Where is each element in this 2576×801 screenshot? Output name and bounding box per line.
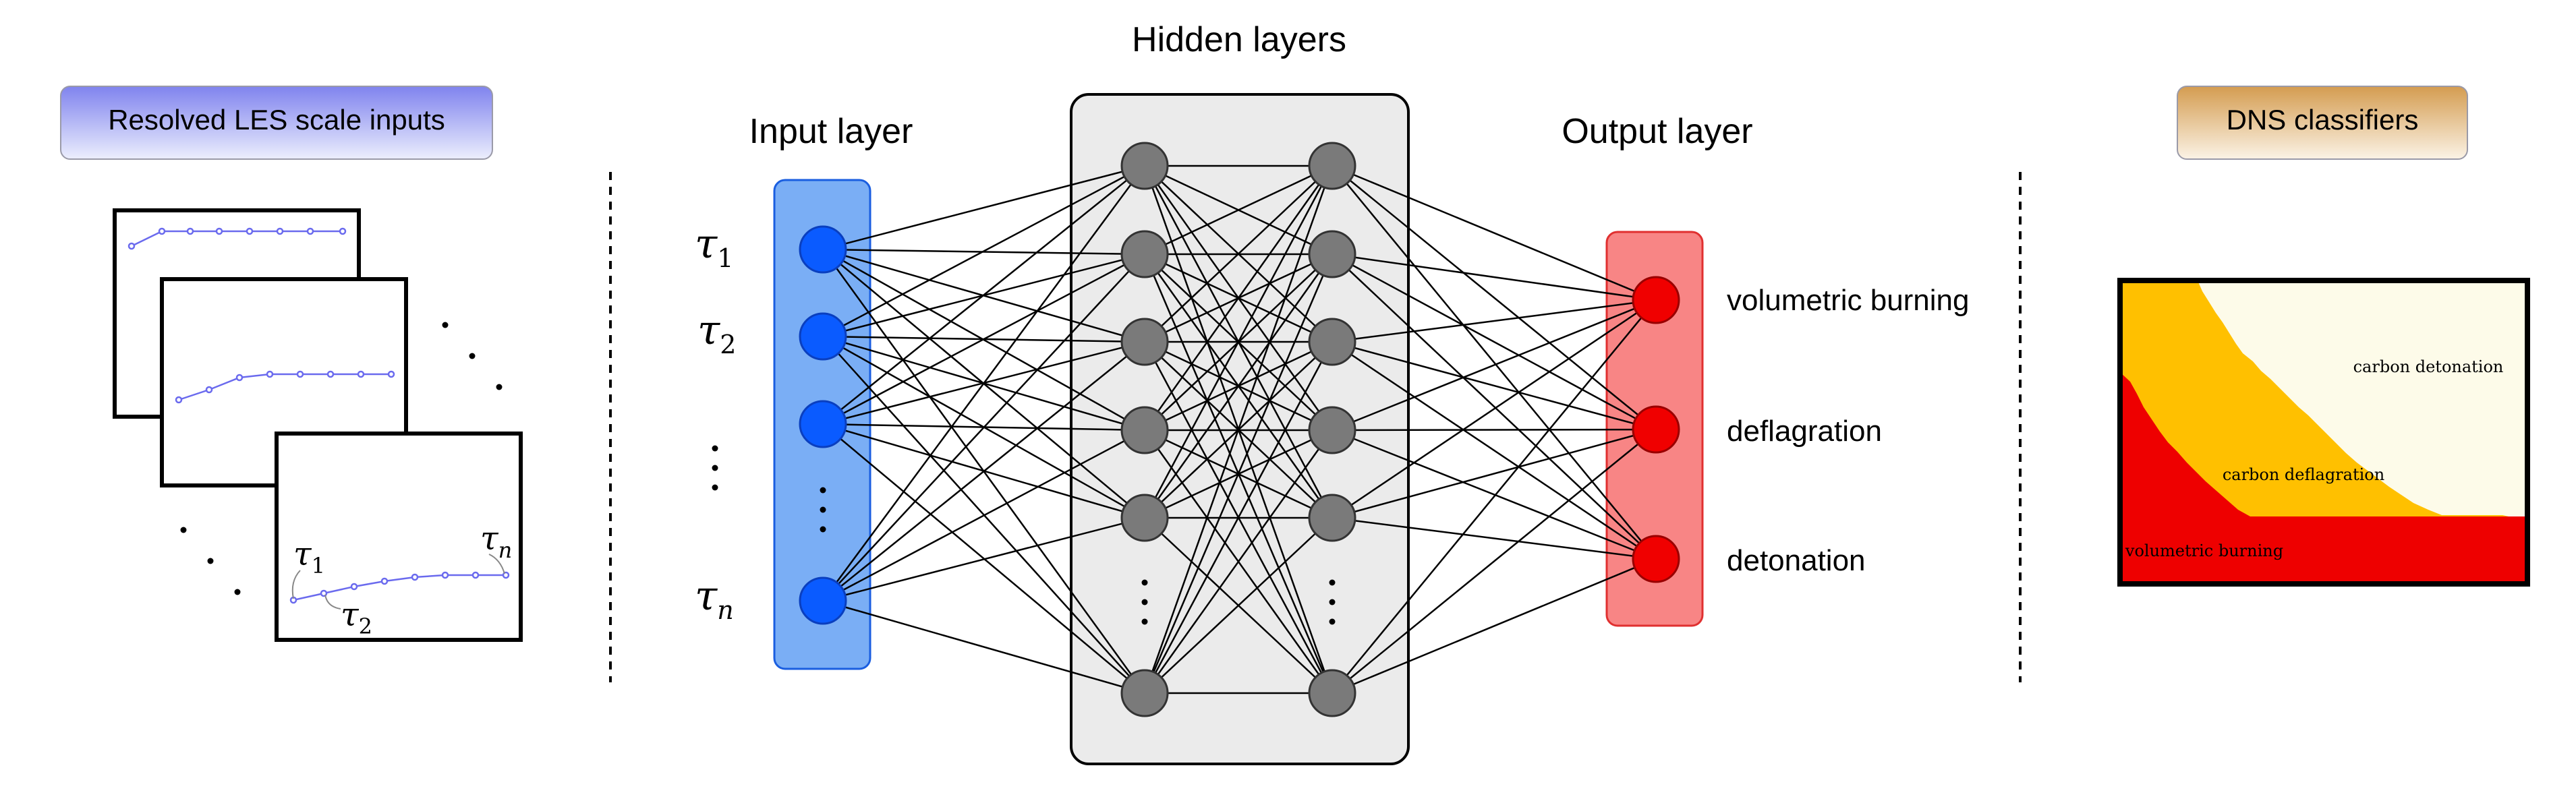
ellipsis-diagonal-icon [180, 527, 241, 595]
network-edges [822, 165, 1657, 694]
edge-hidden2-0-to-output-1 [1332, 165, 1657, 430]
edge-input-2-to-hidden1-0 [822, 165, 1145, 425]
dns-header-title: DNS classifiers [2227, 104, 2419, 136]
dns-panel: DNS classifiers carbon detonation carbon… [2117, 86, 2530, 587]
input-node-3 [799, 576, 847, 625]
edge-input-2-to-hidden1-1 [822, 253, 1145, 425]
edge-input-0-to-hidden1-0 [822, 165, 1145, 251]
edge-hidden2-4-to-output-0 [1332, 299, 1657, 519]
edge-hidden2-3-to-output-2 [1332, 429, 1657, 560]
les-header-title: Resolved LES scale inputs [108, 104, 445, 136]
edge-hidden1-3-to-hidden2-0 [1143, 165, 1334, 431]
region-label-volumetric-burning: volumetric burning [2125, 541, 2283, 560]
edge-hidden2-4-to-output-1 [1332, 428, 1657, 519]
hidden2-node-5 [1308, 669, 1356, 717]
edge-input-3-to-hidden1-4 [822, 516, 1145, 602]
edge-input-3-to-hidden1-3 [822, 429, 1145, 602]
edge-hidden1-4-to-hidden2-0 [1143, 165, 1334, 518]
hidden1-node-3 [1120, 406, 1169, 454]
region-label-carbon-detonation: carbon detonation [2353, 357, 2504, 376]
edge-hidden1-4-to-hidden2-1 [1143, 254, 1334, 518]
hidden1-node-5 [1120, 669, 1169, 717]
hidden2-node-1 [1308, 230, 1356, 278]
edge-hidden1-2-to-hidden2-0 [1144, 165, 1333, 343]
edge-input-1-to-hidden1-0 [822, 165, 1145, 338]
edge-hidden2-5-to-output-1 [1332, 429, 1657, 694]
edge-hidden2-2-to-output-0 [1332, 299, 1657, 343]
dns-regime-map: carbon detonation carbon deflagration vo… [2117, 278, 2530, 587]
network: Hidden layers Input layer Output layer τ… [695, 20, 1970, 765]
hidden2-node-3 [1308, 406, 1356, 454]
les-panel: Resolved LES scale inputs [60, 86, 523, 642]
ellipsis-diagonal-icon [442, 322, 503, 390]
output-node-2 [1632, 535, 1680, 583]
edge-hidden1-1-to-hidden2-0 [1144, 165, 1333, 256]
network-nodes [799, 142, 1680, 717]
hidden2-node-4 [1308, 494, 1356, 542]
input-node-0 [799, 225, 847, 274]
annot-taun: τn [480, 520, 512, 563]
annot-tau1: τ1 [293, 535, 325, 578]
les-header-box [60, 86, 493, 160]
edge-hidden2-0-to-output-2 [1332, 165, 1657, 560]
hidden1-node-2 [1120, 318, 1169, 366]
edge-hidden2-1-to-output-0 [1332, 253, 1657, 301]
hidden1-node-0 [1120, 142, 1169, 190]
hidden2-node-2 [1308, 318, 1356, 366]
edge-hidden2-2-to-output-1 [1332, 340, 1657, 431]
output-label-detonation: detonation [1727, 544, 1866, 577]
plot-card-front: τ1 τ2 τn [275, 432, 523, 642]
output-label-volumetric-burning: volumetric burning [1727, 284, 1970, 317]
ellipsis-vertical-icon [712, 445, 718, 491]
output-label-deflagration: deflagration [1727, 415, 1882, 448]
input-node-2 [799, 400, 847, 448]
edge-hidden2-0-to-output-0 [1332, 165, 1657, 301]
edge-hidden1-5-to-hidden2-3 [1143, 429, 1334, 694]
hidden2-node-0 [1308, 142, 1356, 190]
region-label-carbon-deflagration: carbon deflagration [2223, 465, 2384, 484]
edge-hidden2-3-to-output-0 [1332, 299, 1657, 432]
input-symbol-tau2: τ2 [697, 307, 736, 359]
input-symbol-taun: τn [695, 572, 734, 625]
edge-hidden1-5-to-hidden2-1 [1143, 254, 1334, 694]
hidden-layers-title: Hidden layers [1132, 20, 1346, 59]
edge-hidden1-5-to-hidden2-0 [1143, 165, 1334, 694]
edge-hidden2-1-to-output-2 [1332, 254, 1657, 560]
edge-input-3-to-hidden1-1 [822, 254, 1145, 601]
edge-hidden2-5-to-output-0 [1332, 299, 1657, 694]
edge-input-3-to-hidden1-5 [822, 599, 1145, 694]
output-layer-title: Output layer [1562, 112, 1752, 151]
edge-hidden2-3-to-output-1 [1332, 428, 1657, 432]
ellipsis-vertical-icon [1329, 579, 1336, 625]
edge-hidden2-1-to-output-1 [1332, 253, 1657, 431]
edge-hidden1-5-to-hidden2-2 [1143, 341, 1334, 694]
input-symbol-tau1: τ1 [695, 220, 733, 273]
edge-hidden2-4-to-output-2 [1332, 516, 1657, 560]
edge-input-3-to-hidden1-0 [822, 165, 1146, 601]
edge-input-3-to-hidden1-2 [822, 341, 1145, 601]
hidden1-node-1 [1120, 230, 1169, 278]
output-node-1 [1632, 405, 1680, 454]
edge-hidden1-5-to-hidden2-4 [1144, 517, 1333, 694]
edge-hidden2-2-to-output-2 [1332, 340, 1657, 560]
output-node-0 [1632, 276, 1680, 324]
dns-header-box [2177, 86, 2468, 160]
edge-hidden2-5-to-output-2 [1332, 558, 1657, 694]
ellipsis-vertical-icon [820, 487, 826, 533]
ellipsis-vertical-icon [1141, 579, 1148, 625]
hidden1-node-4 [1120, 494, 1169, 542]
input-layer-title: Input layer [749, 112, 913, 151]
annot-tau2: τ2 [341, 596, 372, 639]
region-volumetric-burning [2120, 372, 2527, 584]
input-node-1 [799, 312, 847, 361]
